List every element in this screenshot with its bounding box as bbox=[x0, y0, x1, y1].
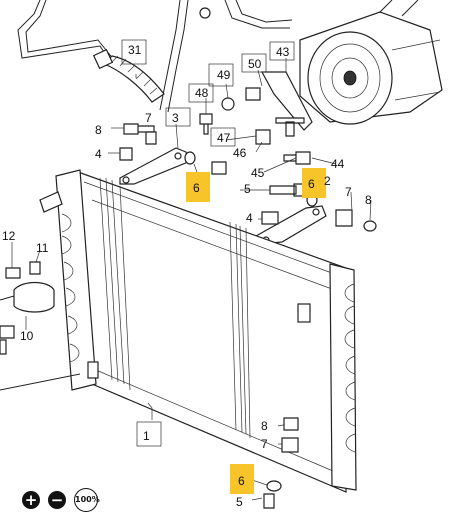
callout-label[interactable]: 5 bbox=[236, 495, 243, 509]
callout-label[interactable]: 44 bbox=[331, 157, 345, 171]
callout-label[interactable]: 49 bbox=[217, 68, 231, 82]
highlight-box bbox=[302, 168, 326, 198]
callout-label[interactable]: 11 bbox=[36, 241, 49, 255]
compressor bbox=[199, 0, 443, 125]
callout-label[interactable]: 50 bbox=[248, 57, 262, 71]
zoom-in-button[interactable]: + bbox=[22, 491, 40, 509]
callout-frames bbox=[121, 39, 295, 447]
compressor-bracket bbox=[260, 71, 313, 131]
zoom-controls: + − 100% bbox=[22, 488, 100, 512]
callout-label[interactable]: 6 bbox=[193, 181, 200, 195]
callout-label[interactable]: 2 bbox=[324, 174, 331, 188]
callout-label[interactable]: 31 bbox=[128, 43, 142, 57]
callout-label[interactable]: 46 bbox=[233, 146, 247, 160]
condenser-body bbox=[55, 169, 357, 493]
zoom-reset-button[interactable]: 100% bbox=[74, 488, 100, 512]
hose-assembly bbox=[17, 0, 293, 113]
callout-label[interactable]: 4 bbox=[95, 147, 102, 161]
callout-label[interactable]: 45 bbox=[251, 166, 265, 180]
callout-label[interactable]: 6 bbox=[308, 177, 315, 191]
callout-label[interactable]: 7 bbox=[345, 185, 352, 199]
callout-label[interactable]: 5 bbox=[244, 182, 251, 196]
zoom-out-button[interactable]: − bbox=[48, 491, 66, 509]
bolts bbox=[119, 87, 377, 232]
callout-label[interactable]: 47 bbox=[217, 131, 231, 145]
callout-label[interactable]: 43 bbox=[276, 45, 290, 59]
callout-labels: 1 2 3 4 4 5 5 6 6 6 7 7 7 8 8 8 10 11 12… bbox=[2, 43, 372, 509]
callout-label[interactable]: 7 bbox=[145, 111, 152, 125]
callout-label[interactable]: 48 bbox=[195, 86, 209, 100]
callout-label[interactable]: 8 bbox=[365, 193, 372, 207]
lower-fasteners bbox=[263, 417, 299, 509]
callout-label[interactable]: 10 bbox=[20, 329, 34, 343]
callout-label[interactable]: 3 bbox=[172, 111, 179, 125]
callout-label[interactable]: 8 bbox=[261, 419, 268, 433]
callout-label[interactable]: 1 bbox=[143, 429, 150, 443]
callout-label[interactable]: 4 bbox=[246, 211, 253, 225]
highlight-box bbox=[230, 464, 254, 494]
callout-label[interactable]: 7 bbox=[261, 437, 268, 451]
highlight-box bbox=[186, 172, 210, 202]
left-side-fittings bbox=[0, 191, 81, 391]
callout-label[interactable]: 6 bbox=[238, 474, 245, 488]
callout-label[interactable]: 12 bbox=[2, 229, 16, 243]
callout-label[interactable]: 8 bbox=[95, 123, 102, 137]
